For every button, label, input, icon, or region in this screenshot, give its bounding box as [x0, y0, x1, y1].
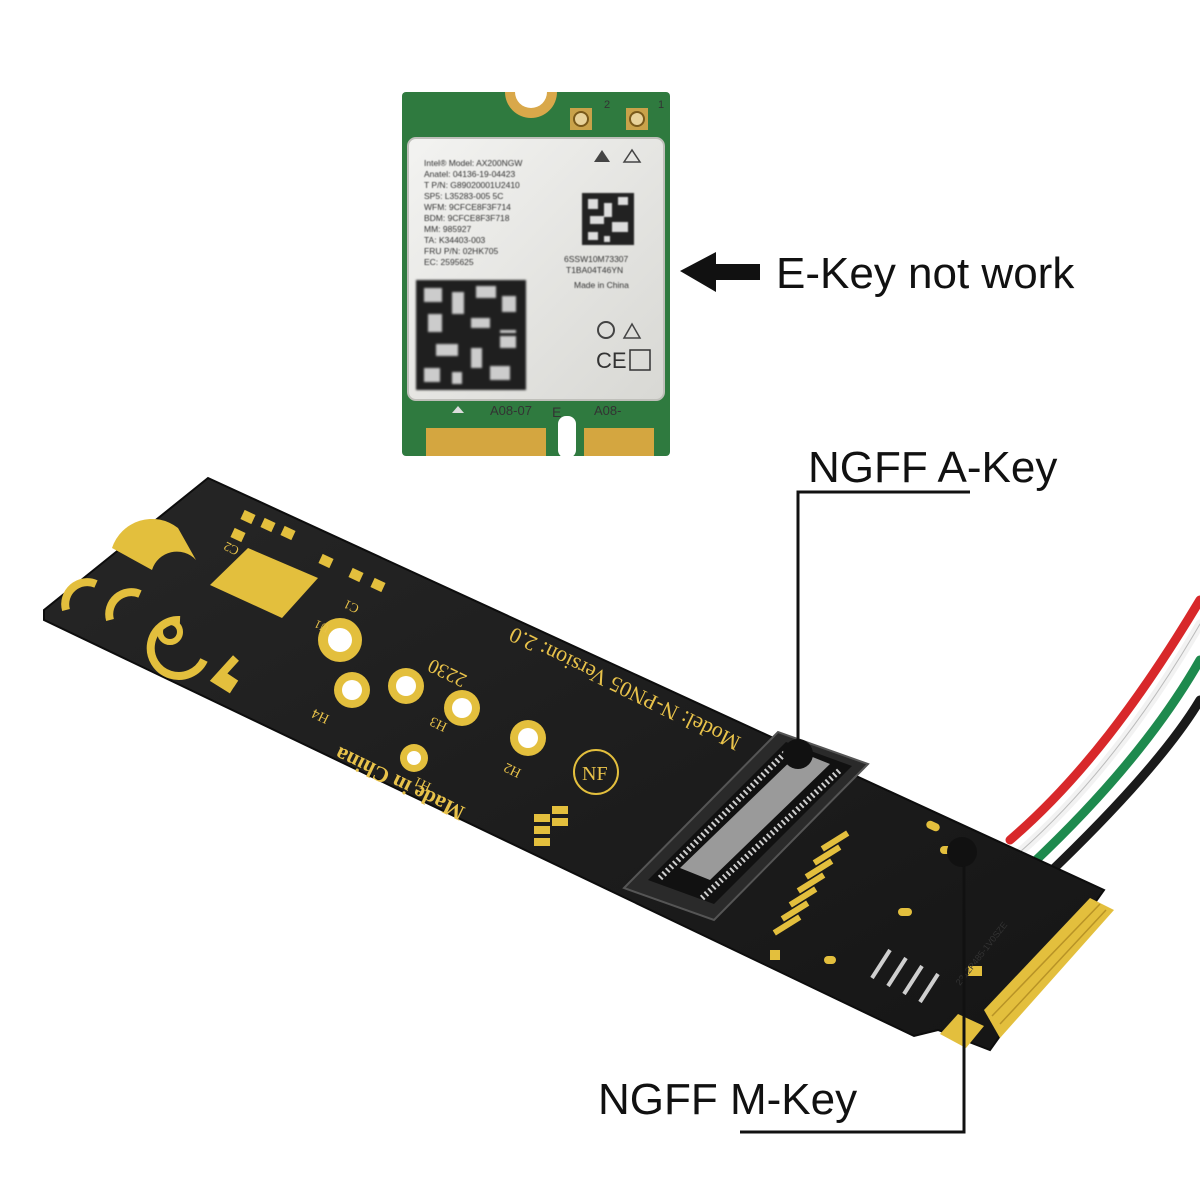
caution-icon — [622, 148, 642, 163]
a-key-callout-label: NGFF A-Key — [808, 443, 1058, 492]
svg-text:FRU P/N: 02HK705: FRU P/N: 02HK705 — [424, 246, 498, 256]
certification-icons: CE — [596, 321, 651, 373]
m-key-callout-label: NGFF M-Key — [598, 1075, 858, 1124]
svg-text:TA: K34403-003: TA: K34403-003 — [424, 235, 486, 245]
svg-text:Intel® Model: AX200NGW: Intel® Model: AX200NGW — [424, 158, 522, 168]
adapter-wires — [1005, 595, 1200, 883]
routing-pads — [770, 820, 982, 976]
callout-lines — [740, 490, 970, 1134]
wifi-card-label-text: Intel® Model: AX200NGW Anatel: 04136-19-… — [424, 158, 629, 290]
m-key-callout-dot — [947, 837, 977, 867]
wire-solder-pads — [870, 948, 940, 1004]
hole-label-h2: H2 — [502, 759, 524, 780]
m-key-edge-fingers — [984, 898, 1114, 1038]
e-key-notch — [558, 416, 576, 458]
ic-pad-u1 — [210, 548, 318, 618]
qr-code-small — [582, 193, 634, 245]
wifi-edge-mark: E — [552, 404, 561, 420]
svg-text:SP5: L35283-005 5C: SP5: L35283-005 5C — [424, 191, 503, 201]
wifi-edge-label-right: A08- — [594, 403, 621, 418]
svg-text:NF: NF — [582, 763, 608, 785]
wifi-edge-label-left: A08-07 — [490, 403, 532, 418]
wifi-edge-fingers — [426, 428, 654, 456]
warning-icon — [594, 150, 610, 162]
svg-text:EC: 2595625: EC: 2595625 — [424, 257, 474, 267]
svg-text:T P/N: G89020001U2410: T P/N: G89020001U2410 — [424, 180, 520, 190]
svg-text:WFM: 9CFCE8F3F714: WFM: 9CFCE8F3F714 — [424, 202, 511, 212]
adapter-board: Model: N-PN05 Version: 2.0 2230 Made in … — [43, 476, 1114, 1052]
svg-text:MM: 985927: MM: 985927 — [424, 224, 472, 234]
ic-label-u1: U1 — [312, 617, 331, 636]
nf-logo: NF — [573, 749, 619, 795]
antenna-connector-1 — [626, 108, 648, 130]
svg-text:CE: CE — [596, 348, 627, 373]
standoff-holes — [318, 618, 546, 772]
smd-pads — [230, 509, 386, 593]
test-pads — [534, 806, 568, 846]
e-key-callout-label: E-Key not work — [776, 249, 1075, 298]
hole-label-h1: H1 — [412, 773, 434, 794]
svg-text:BDM: 9CFCE8F3F718: BDM: 9CFCE8F3F718 — [424, 213, 510, 223]
svg-text:Made in China: Made in China — [574, 280, 629, 290]
cap-label-c1: C1 — [341, 597, 361, 617]
svg-text:Anatel: 04136-19-04423: Anatel: 04136-19-04423 — [424, 169, 515, 179]
fcc-ce-logos — [61, 578, 239, 694]
hole-label-h3: H3 — [428, 713, 450, 734]
cap-label-c2: C2 — [221, 539, 241, 559]
antenna-connector-2 — [570, 108, 592, 130]
wifi-card: 2 1 Intel® Model: AX200NGW Anatel: 04136… — [402, 92, 670, 458]
adapter-pcb — [43, 476, 1106, 1052]
antenna-1-label: 1 — [658, 99, 664, 111]
e-key-arrow — [680, 252, 760, 292]
antenna-2-label: 2 — [604, 99, 610, 111]
hole-label-h4: H4 — [310, 705, 332, 726]
a-key-slot-connector — [622, 730, 870, 922]
svg-text:T1BA04T46YN: T1BA04T46YN — [566, 265, 623, 275]
qr-code-large — [416, 280, 526, 390]
adapter-mount-hole — [112, 518, 196, 570]
svg-text:6SSW10M73307: 6SSW10M73307 — [564, 254, 629, 264]
a-key-callout-dot — [783, 739, 813, 769]
